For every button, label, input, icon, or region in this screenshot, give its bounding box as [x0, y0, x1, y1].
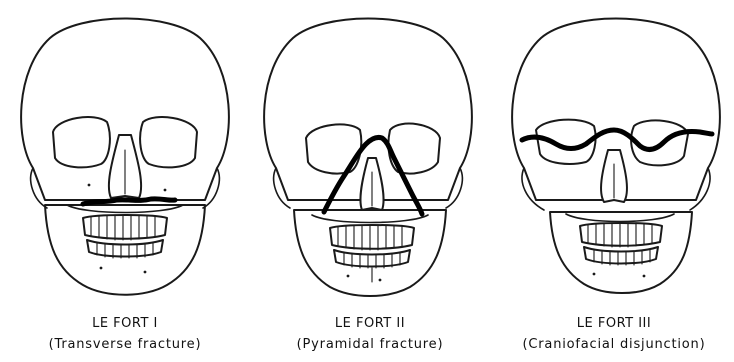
- panel-subtitle: (Pyramidal fracture): [250, 337, 490, 352]
- panel-le-fort-2: LE FORT II (Pyramidal fracture): [250, 0, 490, 362]
- orbit-right: [140, 117, 197, 167]
- orbit-left: [53, 117, 110, 167]
- upper-teeth: [83, 215, 167, 240]
- panel-le-fort-3: LE FORT III (Craniofacial disjunction): [494, 0, 734, 362]
- panel-le-fort-1: LE FORT I (Transverse fracture): [5, 0, 245, 362]
- panel-title: LE FORT I: [5, 316, 245, 331]
- skull-le-fort-3-illustration: [494, 0, 734, 310]
- skull-le-fort-2-illustration: [250, 0, 490, 310]
- panel-subtitle: (Craniofacial disjunction): [494, 337, 734, 352]
- panel-title: LE FORT II: [250, 316, 490, 331]
- upper-teeth: [580, 223, 662, 247]
- fracture-line-le-fort-1: [83, 199, 175, 204]
- panel-title: LE FORT III: [494, 316, 734, 331]
- skull-le-fort-1-illustration: [5, 0, 245, 310]
- upper-teeth: [330, 225, 414, 250]
- panel-subtitle: (Transverse fracture): [5, 337, 245, 352]
